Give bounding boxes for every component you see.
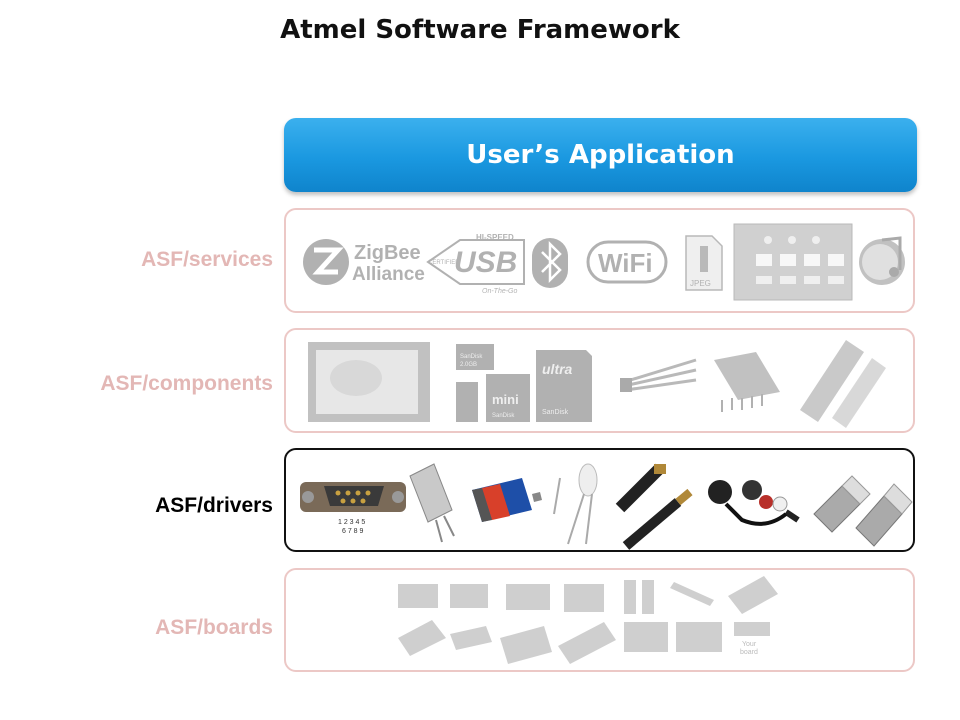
gui-screen-icon [733, 223, 853, 301]
zigbee-text: ZigBee [354, 242, 421, 264]
sd-card-icon: ultra SanDisk [536, 350, 592, 422]
svg-text:SanDisk: SanDisk [492, 413, 515, 419]
drivers-panel: 1 2 3 4 5 6 7 8 9 [284, 448, 915, 552]
svg-text:SanDisk: SanDisk [460, 354, 483, 360]
svg-text:CERTIFIED: CERTIFIED [428, 260, 460, 266]
svg-text:WiFi: WiFi [598, 248, 653, 278]
crystal-oscillator-icon [409, 463, 455, 543]
layer-label-drivers: ASF/drivers [155, 494, 273, 517]
svg-text:HI-SPEED: HI-SPEED [476, 233, 514, 242]
bluetooth-icon [532, 238, 568, 288]
services-panel: ZigBee Alliance USB HI-SPEED CERTIFIED O… [284, 208, 915, 313]
dev-board-icon [398, 576, 778, 664]
svg-text:6 7 8 9: 6 7 8 9 [342, 528, 364, 535]
xlr-cable-icon [708, 480, 800, 526]
svg-text:2.0GB: 2.0GB [460, 362, 477, 368]
users-application-block: User’s Application [284, 118, 917, 192]
dip-ic-icon [714, 352, 780, 412]
usb-text: USB [454, 246, 517, 279]
svg-text:Your: Your [742, 641, 757, 648]
svg-text:On-The-Go: On-The-Go [482, 288, 518, 295]
audio-cable-icon [620, 358, 697, 392]
audio-note-icon [859, 236, 905, 285]
layer-label-boards: ASF/boards [155, 616, 273, 639]
layer-label-services: ASF/services [141, 248, 273, 271]
page-title: Atmel Software Framework [280, 15, 680, 45]
components-panel: SanDisk 2.0GB mini SanDisk ultra SanDisk [284, 328, 915, 433]
rj45-plug-icon [813, 475, 913, 547]
jpeg-file-icon: JPEG [685, 235, 723, 291]
users-application-label: User’s Application [466, 140, 735, 170]
svg-text:JPEG: JPEG [690, 279, 711, 288]
wifi-logo: WiFi [586, 240, 668, 284]
svg-text:mini: mini [492, 392, 519, 407]
svg-text:1 2 3 4 5: 1 2 3 4 5 [338, 519, 365, 526]
led-icon [553, 463, 598, 545]
your-board-icon: Your board [734, 622, 770, 656]
zigbee-alliance-logo: ZigBee Alliance [303, 239, 425, 285]
microsd-card-icon: SanDisk 2.0GB [456, 344, 494, 422]
db9-serial-connector-icon: 1 2 3 4 5 6 7 8 9 [300, 482, 406, 535]
svg-text:SanDisk: SanDisk [542, 409, 569, 416]
led-display-icon [800, 340, 886, 428]
layer-label-components: ASF/components [100, 372, 273, 395]
battery-icon [472, 478, 542, 522]
svg-text:ultra: ultra [542, 361, 573, 377]
lcd-display-icon [308, 342, 430, 422]
minisd-card-icon: mini SanDisk [486, 374, 530, 422]
boards-panel: Your board [284, 568, 915, 672]
usb-logo: USB HI-SPEED CERTIFIED On-The-Go [426, 233, 525, 295]
usb-cable-icon [615, 463, 693, 550]
svg-text:board: board [740, 649, 758, 656]
alliance-text: Alliance [352, 264, 425, 285]
